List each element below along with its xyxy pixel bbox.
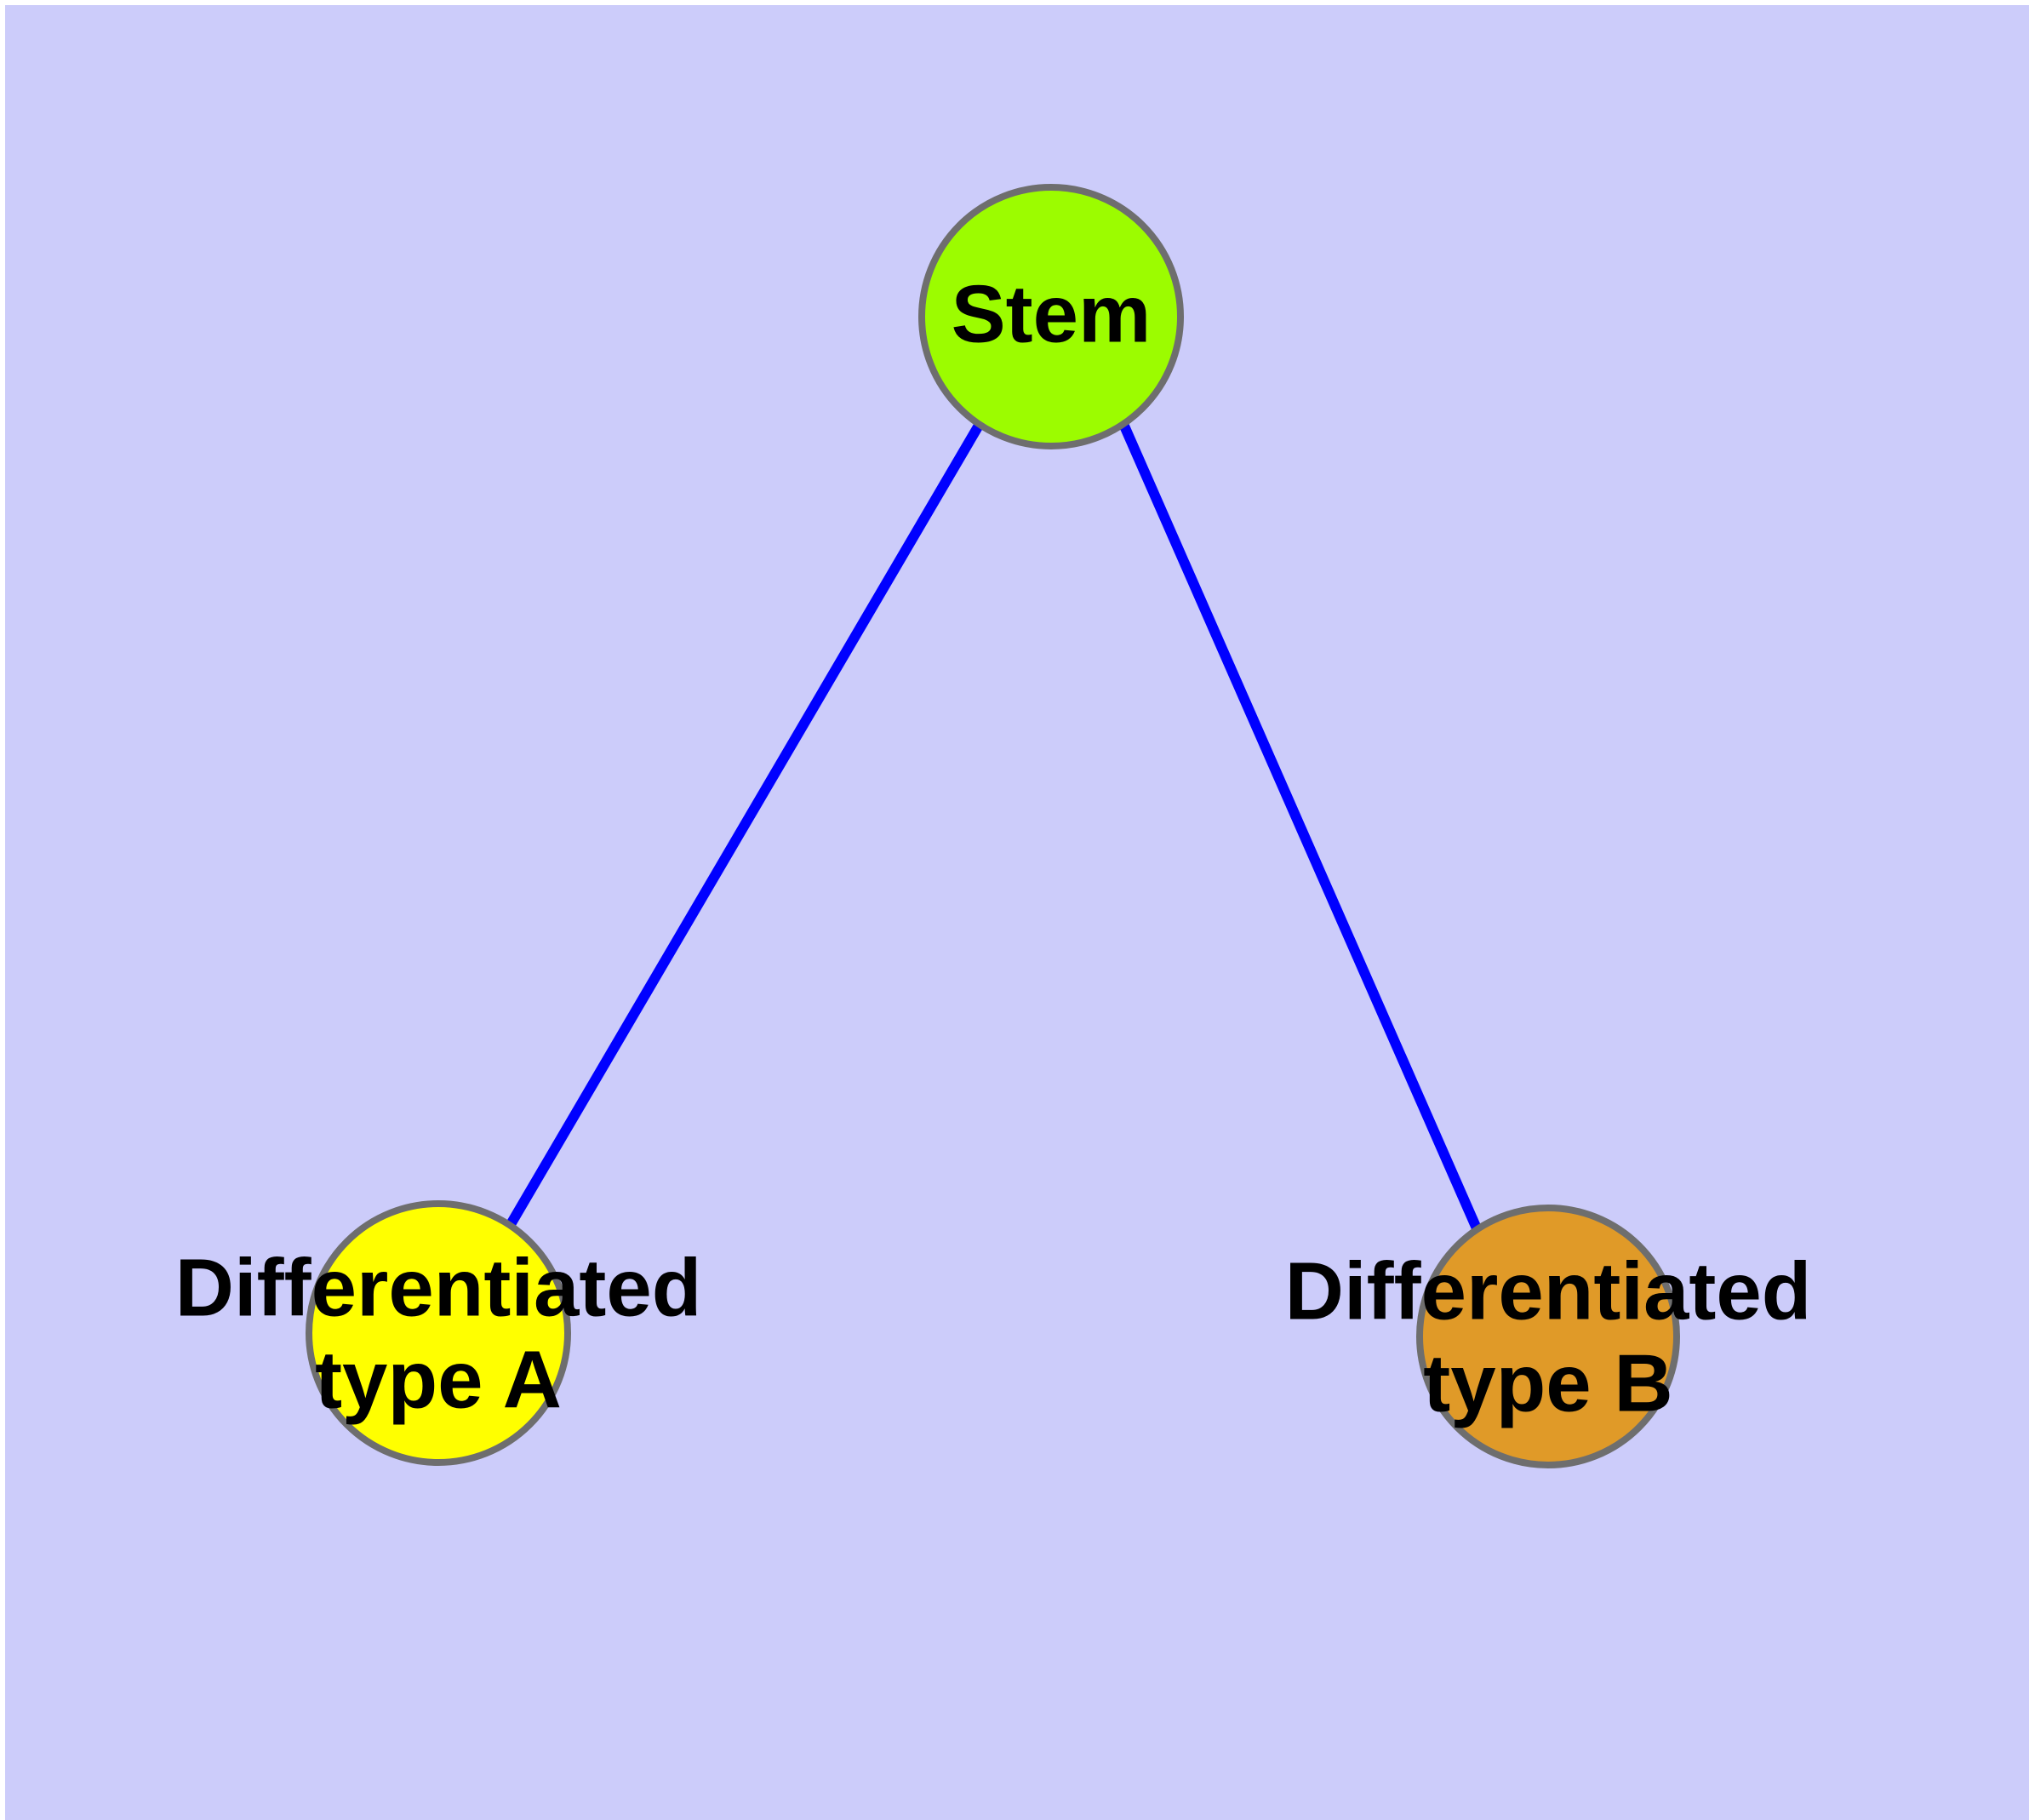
node-circle-differentiated-type-b[interactable] <box>1416 1205 1680 1468</box>
node-group <box>306 184 1680 1468</box>
edge-group <box>505 421 1482 1231</box>
node-stem[interactable] <box>918 184 1184 449</box>
node-label-stem: Stem <box>952 268 1152 359</box>
node-circle-stem[interactable] <box>918 184 1184 449</box>
node-differentiated-type-b[interactable] <box>1416 1205 1680 1468</box>
node-label-differentiated-type-a-line2: type A <box>315 1334 562 1425</box>
node-label-differentiated-type-b-line1: Differentiated <box>1285 1245 1812 1336</box>
edge-stem-to-differentiated-type-a[interactable] <box>505 421 985 1229</box>
node-label-differentiated-type-a-line1: Differentiated <box>175 1242 702 1333</box>
node-label-group: Stem Differentiated type A Differentiate… <box>175 268 1812 1428</box>
node-label-differentiated-type-b-line2: type B <box>1423 1337 1672 1428</box>
edge-stem-to-differentiated-type-b[interactable] <box>1118 421 1482 1231</box>
node-differentiated-type-a[interactable] <box>306 1200 571 1466</box>
node-circle-differentiated-type-a[interactable] <box>306 1200 571 1466</box>
